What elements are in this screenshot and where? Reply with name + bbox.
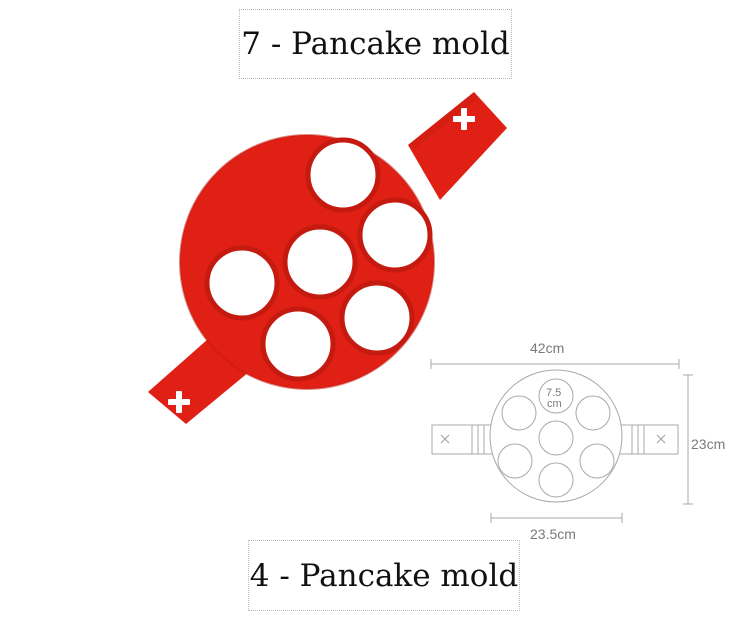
top-label-text: 7 - Pancake mold xyxy=(241,26,510,62)
width-dimension-line xyxy=(430,359,680,369)
mold-outline xyxy=(431,369,679,503)
mold-hole xyxy=(357,197,433,273)
mold-hole xyxy=(339,280,415,356)
body-width-dimension-line xyxy=(490,513,623,523)
bottom-product-label: 4 - Pancake mold xyxy=(248,540,520,611)
height-label: 23cm xyxy=(691,436,725,452)
plus-icon xyxy=(453,108,475,130)
plus-icon xyxy=(168,391,190,413)
upper-handle xyxy=(408,92,507,200)
height-dimension-line xyxy=(683,374,693,505)
top-product-label: 7 - Pancake mold xyxy=(239,9,512,79)
hole-diameter-value: 7.5 xyxy=(546,387,561,399)
width-total-label: 42cm xyxy=(530,340,564,356)
mold-hole xyxy=(305,137,381,213)
mold-holes xyxy=(204,137,433,382)
mold-hole xyxy=(260,306,336,382)
cross-icon xyxy=(656,434,666,444)
hole-diameter-unit: cm xyxy=(547,398,562,410)
bottom-label-text: 4 - Pancake mold xyxy=(249,557,519,594)
body-width-label: 23.5cm xyxy=(530,526,576,542)
mold-hole xyxy=(282,224,358,300)
cross-icon xyxy=(440,434,450,444)
mold-hole xyxy=(204,245,280,321)
